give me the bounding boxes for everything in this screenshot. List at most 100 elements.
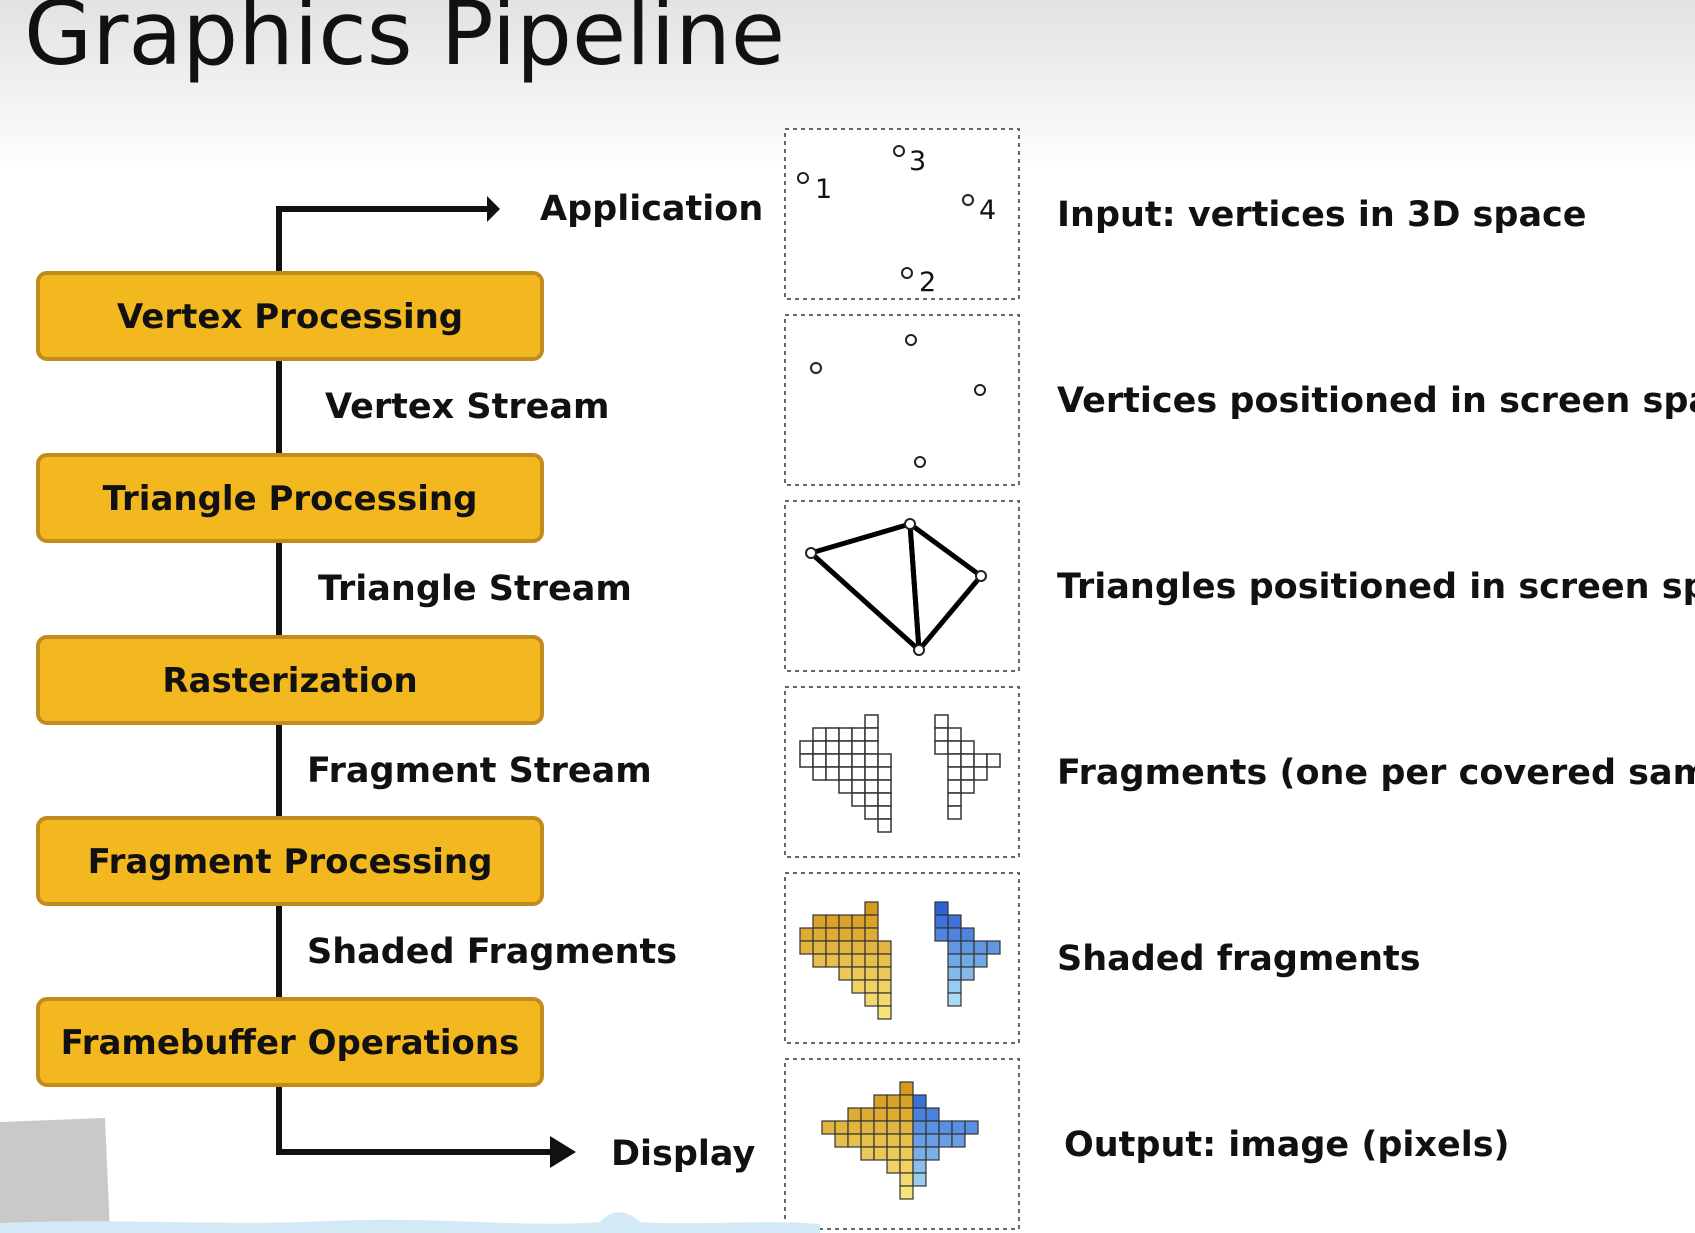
shaded-fragment-cell bbox=[947, 979, 962, 994]
output-pixel bbox=[886, 1146, 901, 1161]
shaded-fragment-cell bbox=[838, 953, 853, 968]
output-pixel bbox=[938, 1120, 953, 1135]
fragment-cell bbox=[864, 714, 879, 729]
output-pixel bbox=[873, 1094, 888, 1109]
shaded-fragment-cell bbox=[986, 940, 1001, 955]
vertex-point bbox=[962, 194, 974, 206]
shaded-fragment-cell bbox=[947, 966, 962, 981]
output-pixel bbox=[899, 1159, 914, 1174]
application-arrowhead bbox=[487, 196, 500, 222]
output-pixel bbox=[873, 1146, 888, 1161]
fragment-cell bbox=[877, 766, 892, 781]
fragment-cell bbox=[864, 779, 879, 794]
vertex-number: 2 bbox=[919, 267, 936, 298]
stream-label-shaded: Shaded Fragments bbox=[307, 932, 677, 972]
shaded-fragment-cell bbox=[934, 901, 949, 916]
shaded-fragment-cell bbox=[934, 927, 949, 942]
stream-label-triangle: Triangle Stream bbox=[318, 569, 632, 609]
stage-label: Vertex Processing bbox=[117, 297, 463, 337]
output-pixel bbox=[899, 1094, 914, 1109]
fragment-cell bbox=[864, 792, 879, 807]
fragment-cell bbox=[960, 766, 975, 781]
output-pixel bbox=[886, 1133, 901, 1148]
shaded-fragment-cell bbox=[799, 927, 814, 942]
fragment-cell bbox=[864, 805, 879, 820]
shaded-fragment-cell bbox=[864, 914, 879, 929]
output-pixel bbox=[912, 1107, 927, 1122]
fragment-cell bbox=[877, 753, 892, 768]
output-pixel bbox=[899, 1133, 914, 1148]
description-fragments: Fragments (one per covered sample) bbox=[1057, 753, 1695, 793]
shaded-fragment-cell bbox=[934, 914, 949, 929]
fragment-cell bbox=[986, 753, 1001, 768]
shaded-fragment-cell bbox=[838, 927, 853, 942]
description-shaded: Shaded fragments bbox=[1057, 939, 1421, 979]
output-pixel bbox=[899, 1120, 914, 1135]
panel-frame bbox=[784, 314, 1020, 486]
shaded-fragment-cell bbox=[877, 940, 892, 955]
fragment-cell bbox=[812, 740, 827, 755]
fragment-cell bbox=[838, 766, 853, 781]
shaded-fragment-cell bbox=[864, 901, 879, 916]
fragment-cell bbox=[934, 740, 949, 755]
fragment-cell bbox=[812, 727, 827, 742]
fragment-cell bbox=[947, 753, 962, 768]
stage-box bbox=[36, 816, 544, 906]
panel-shaded-fragments bbox=[784, 872, 1020, 1044]
output-pixel bbox=[964, 1120, 979, 1135]
vertex-point bbox=[904, 518, 916, 530]
output-pixel bbox=[834, 1120, 849, 1135]
shaded-fragment-cell bbox=[947, 914, 962, 929]
output-pixel bbox=[925, 1146, 940, 1161]
output-pixel bbox=[847, 1120, 862, 1135]
vertex-point bbox=[905, 334, 917, 346]
fragment-cell bbox=[851, 727, 866, 742]
fragment-cell bbox=[851, 779, 866, 794]
fragment-cell bbox=[799, 740, 814, 755]
description-screen-vertices: Vertices positioned in screen space bbox=[1057, 381, 1695, 421]
shaded-fragment-cell bbox=[851, 927, 866, 942]
vertex-point bbox=[893, 145, 905, 157]
fragment-cell bbox=[947, 766, 962, 781]
fragment-cell bbox=[851, 740, 866, 755]
fragment-cell bbox=[838, 779, 853, 794]
stage-box bbox=[36, 635, 544, 725]
shaded-fragment-cell bbox=[799, 940, 814, 955]
stream-label-vertex: Vertex Stream bbox=[325, 387, 609, 427]
output-pixel bbox=[912, 1133, 927, 1148]
panel-input-vertices: 1 3 4 2 bbox=[784, 128, 1020, 300]
shaded-fragment-cell bbox=[877, 953, 892, 968]
shaded-fragment-cell bbox=[851, 953, 866, 968]
fragment-cell bbox=[973, 753, 988, 768]
fragment-cell bbox=[864, 727, 879, 742]
shaded-fragment-cell bbox=[851, 914, 866, 929]
vertex-point bbox=[901, 267, 913, 279]
stage-label: Framebuffer Operations bbox=[61, 1023, 520, 1063]
shaded-fragment-cell bbox=[838, 966, 853, 981]
fragment-cell bbox=[960, 753, 975, 768]
shaded-fragment-cell bbox=[851, 966, 866, 981]
output-pixel bbox=[860, 1133, 875, 1148]
output-pixel bbox=[886, 1159, 901, 1174]
fragment-cell bbox=[864, 753, 879, 768]
shaded-fragment-cell bbox=[877, 979, 892, 994]
fragment-cell bbox=[864, 766, 879, 781]
description-output: Output: image (pixels) bbox=[1064, 1125, 1510, 1165]
flow-connectors bbox=[276, 196, 576, 1168]
shaded-fragment-cell bbox=[947, 927, 962, 942]
corner-photo bbox=[0, 1118, 110, 1233]
fragment-grid bbox=[799, 714, 1001, 833]
output-pixel bbox=[886, 1094, 901, 1109]
fragment-cell bbox=[877, 779, 892, 794]
stage-box bbox=[36, 271, 544, 361]
fragment-cell bbox=[825, 727, 840, 742]
vertex-point bbox=[810, 362, 822, 374]
vertex-number: 3 bbox=[909, 146, 926, 177]
output-pixel bbox=[912, 1159, 927, 1174]
output-pixel bbox=[925, 1120, 940, 1135]
output-pixel bbox=[899, 1107, 914, 1122]
shaded-fragment-cell bbox=[838, 914, 853, 929]
fragment-cell bbox=[825, 753, 840, 768]
shaded-fragment-cell bbox=[973, 940, 988, 955]
